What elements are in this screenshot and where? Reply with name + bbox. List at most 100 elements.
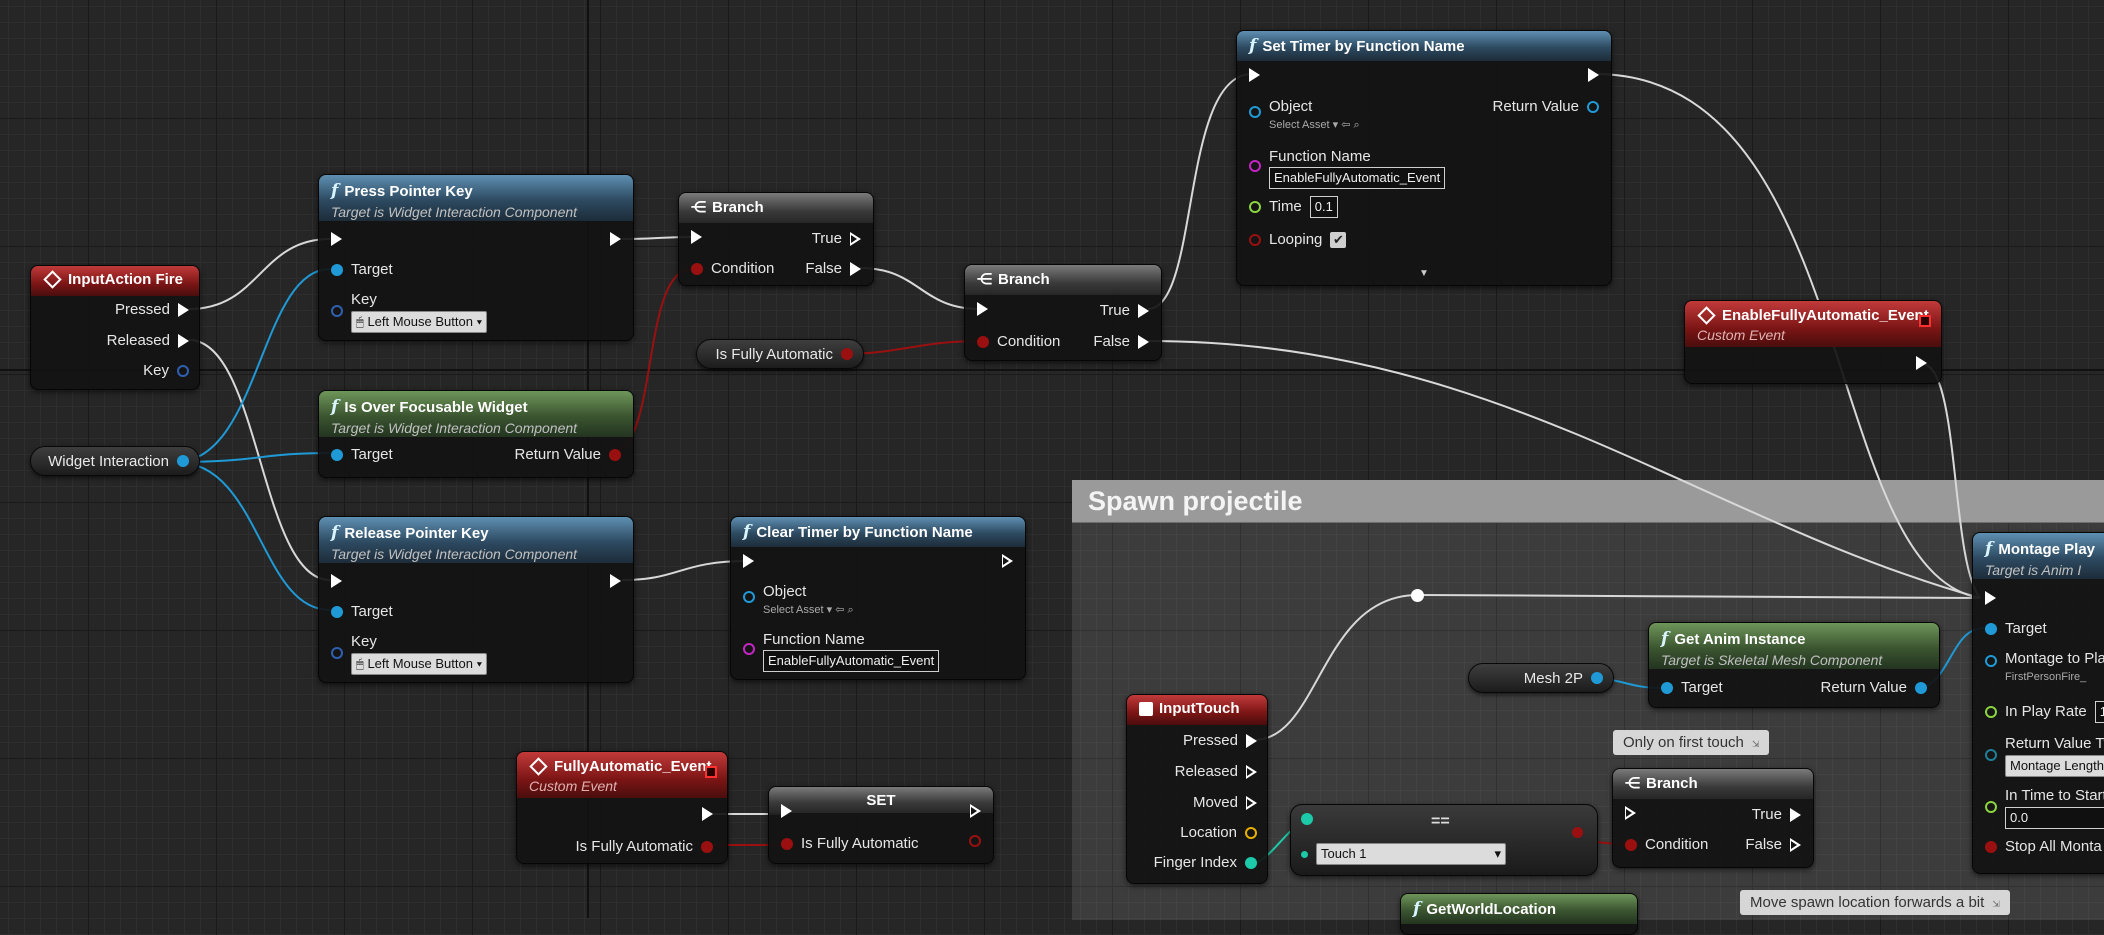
pin-false[interactable]: False — [805, 260, 861, 278]
comment-bubble-move-spawn[interactable]: Move spawn location forwards a bit⇲ — [1740, 890, 2010, 915]
pin-return-value[interactable]: Return Value — [1821, 679, 1927, 697]
pin-key[interactable]: Key — [143, 362, 189, 380]
object-pin-icon[interactable] — [1591, 672, 1603, 684]
pin-true[interactable]: True — [812, 230, 861, 248]
expand-arrow-icon[interactable]: ▼ — [1419, 268, 1429, 279]
browse-icon[interactable]: ⌕ — [1353, 119, 1360, 131]
touch-index-dropdown[interactable]: Touch 1▾ — [1316, 843, 1506, 865]
pin-released[interactable]: Released — [1175, 763, 1257, 781]
pin-return-value[interactable]: Return Value — [515, 446, 621, 464]
pin-exec-in[interactable] — [743, 554, 754, 568]
pin-exec-out[interactable] — [1002, 554, 1013, 568]
node-inputaction-fire[interactable]: InputAction Fire Pressed Released Key — [30, 265, 200, 390]
use-selected-icon[interactable]: ⇦ — [835, 604, 845, 616]
pin-exec-in[interactable] — [331, 232, 342, 246]
pin-target[interactable]: Target — [331, 261, 393, 279]
function-name-field[interactable]: EnableFullyAutomatic_Event — [1269, 167, 1446, 189]
pin-exec-out[interactable] — [610, 574, 621, 588]
node-branch[interactable]: ⋲Branch True Condition False — [1612, 768, 1814, 868]
pin-true[interactable]: True — [1752, 806, 1801, 824]
node-branch[interactable]: ⋲Branch True Condition False — [678, 192, 874, 286]
node-fullyautomatic-event[interactable]: FullyAutomatic_Event Custom Event Is Ful… — [516, 751, 728, 864]
node-inputtouch[interactable]: InputTouch Pressed Released Moved Locati… — [1126, 694, 1268, 884]
pin-condition[interactable]: Condition — [977, 333, 1060, 351]
pin-exec-out[interactable] — [1916, 356, 1927, 370]
pin-false[interactable]: False — [1093, 333, 1149, 351]
pin-target[interactable]: Target — [1985, 620, 2047, 638]
function-name-field[interactable]: EnableFullyAutomatic_Event — [763, 650, 940, 672]
delegate-pin-icon[interactable] — [705, 766, 717, 778]
play-rate-field[interactable]: 1 — [2094, 701, 2104, 723]
var-mesh-2p[interactable]: Mesh 2P — [1468, 663, 1614, 693]
node-enablefullyautomatic-event[interactable]: EnableFullyAutomatic_Event Custom Event — [1684, 300, 1942, 384]
node-branch[interactable]: ⋲Branch True Condition False — [964, 264, 1162, 361]
comment-title[interactable]: Spawn projectile — [1072, 480, 2104, 523]
reroute-node[interactable] — [1411, 589, 1424, 602]
pin-exec-in[interactable] — [1625, 806, 1636, 820]
pin-exec-in[interactable] — [691, 230, 702, 244]
node-equal-enum[interactable]: == Touch 1▾ — [1290, 804, 1598, 876]
pin-pressed[interactable]: Pressed — [115, 301, 189, 319]
pin-is-fully-automatic[interactable]: Is Fully Automatic — [575, 838, 713, 856]
pin-exec-out[interactable] — [702, 807, 713, 821]
pin-exec-out[interactable] — [610, 232, 621, 246]
pin-in-play-rate[interactable]: In Play Rate1 — [1985, 701, 2104, 723]
key-selector-dropdown[interactable]: 🖱 Left Mouse Button ▾ — [351, 653, 488, 675]
pin-is-fully-automatic-out[interactable] — [969, 835, 981, 847]
pin-location[interactable]: Location — [1180, 824, 1257, 842]
pin-key[interactable]: Key🖱 Left Mouse Button ▾ — [331, 291, 488, 333]
pin-finger-index[interactable]: Finger Index — [1154, 854, 1257, 872]
select-asset-dropdown[interactable]: Select Asset ▾ ⇦ ⌕ — [1269, 119, 1360, 131]
time-field[interactable]: 0.1 — [1309, 196, 1338, 218]
pin-exec-in[interactable] — [331, 574, 342, 588]
pin-false[interactable]: False — [1745, 836, 1801, 854]
pin-return-value[interactable]: Return Value — [1493, 98, 1599, 116]
pin-exec-out[interactable] — [1588, 68, 1599, 82]
browse-icon[interactable]: ⌕ — [847, 604, 854, 616]
object-pin-icon[interactable] — [177, 455, 189, 467]
comment-bubble-only-first-touch[interactable]: Only on first touch⇲ — [1613, 730, 1770, 755]
node-set[interactable]: SET Is Fully Automatic — [768, 786, 994, 864]
pin-stop-all-montages[interactable]: Stop All Monta — [1985, 838, 2102, 856]
pin-comment-icon[interactable]: ⇲ — [1751, 739, 1760, 749]
pin-target[interactable]: Target — [1661, 679, 1723, 697]
pin-exec-in[interactable] — [781, 804, 792, 818]
use-selected-icon[interactable]: ⇦ — [1341, 119, 1351, 131]
pin-moved[interactable]: Moved — [1193, 794, 1257, 812]
pin-exec-out[interactable] — [970, 804, 981, 818]
pin-exec-in[interactable] — [1249, 68, 1260, 82]
pin-target[interactable]: Target — [331, 603, 393, 621]
key-selector-dropdown[interactable]: 🖱 Left Mouse Button ▾ — [351, 311, 488, 333]
pin-key[interactable]: Key🖱 Left Mouse Button ▾ — [331, 633, 488, 675]
pin-is-fully-automatic[interactable]: Is Fully Automatic — [781, 835, 919, 853]
var-widget-interaction[interactable]: Widget Interaction — [30, 446, 200, 476]
pin-condition[interactable]: Condition — [691, 260, 774, 278]
pin-condition[interactable]: Condition — [1625, 836, 1708, 854]
time-to-start-field[interactable]: 0.0 — [2005, 807, 2104, 829]
var-is-fully-automatic[interactable]: Is Fully Automatic — [696, 339, 864, 369]
pin-a[interactable] — [1301, 813, 1313, 825]
pin-return[interactable] — [1572, 827, 1583, 838]
pin-comment-icon[interactable]: ⇲ — [1992, 899, 2000, 909]
pin-looping[interactable]: Looping✔ — [1249, 231, 1347, 249]
looping-checkbox[interactable]: ✔ — [1330, 232, 1347, 248]
select-asset-dropdown[interactable]: Select Asset ▾ ⇦ ⌕ — [763, 604, 854, 616]
pin-exec-in[interactable] — [1985, 591, 1996, 605]
bool-pin-icon[interactable] — [841, 348, 853, 360]
pin-target[interactable]: Target — [331, 446, 393, 464]
